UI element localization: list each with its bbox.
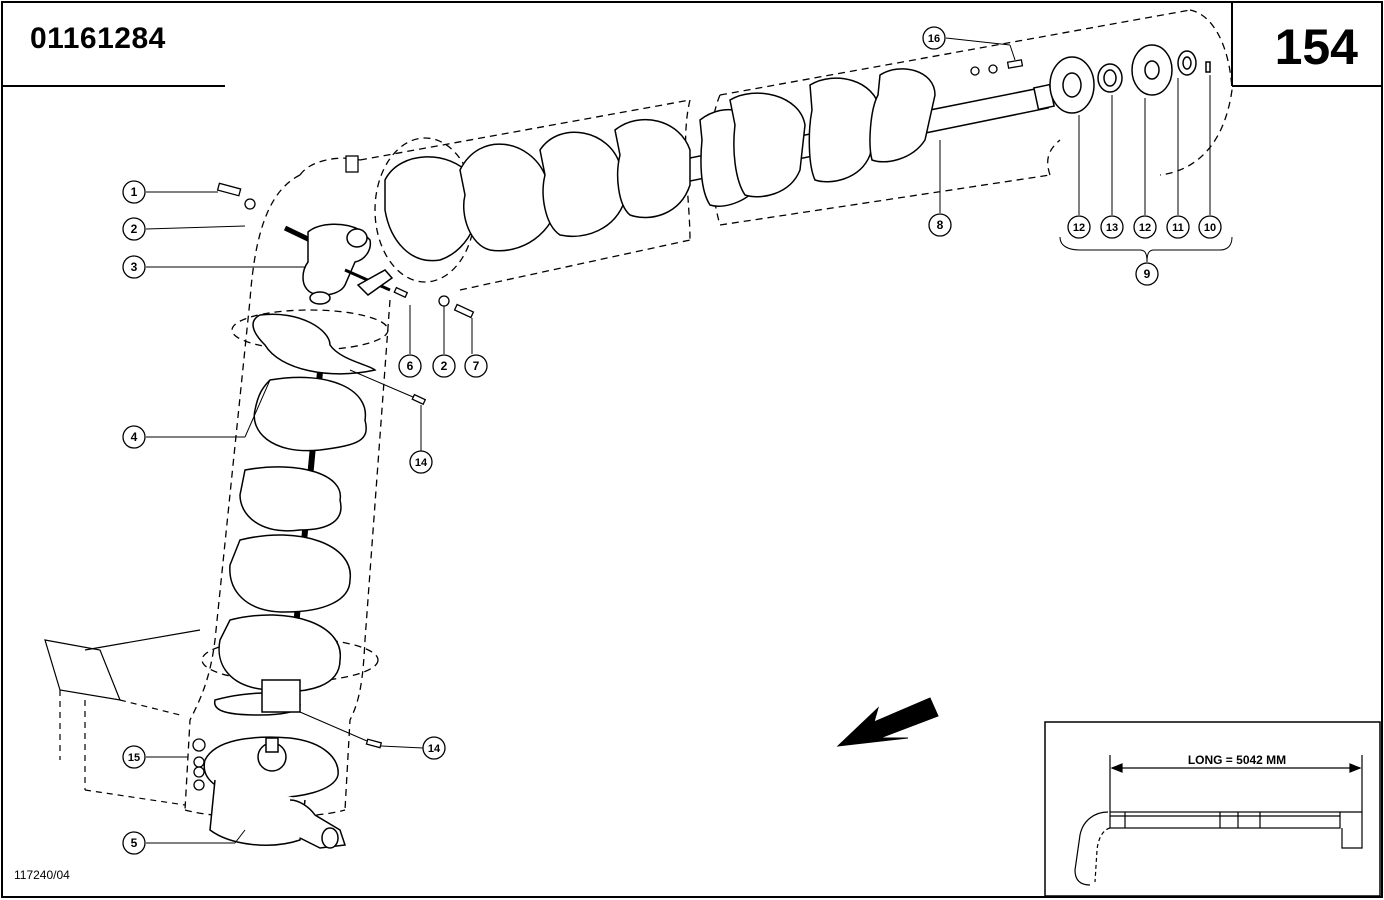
callout-label-12b: 12: [1139, 222, 1151, 234]
part-number: 01161284: [30, 22, 166, 55]
callout-13: [1100, 215, 1124, 239]
callout-label-16: 16: [928, 33, 940, 45]
callout-2b: [432, 354, 456, 378]
callout-7: [464, 354, 488, 378]
callout-10: [1198, 215, 1222, 239]
dimension-label: LONG = 5042 MM: [1188, 753, 1286, 767]
gearbox: [203, 736, 347, 849]
dimension-inset: LONG = 5042 MM: [1044, 721, 1381, 897]
horizontal-auger: [384, 68, 936, 262]
callout-14b: [422, 736, 446, 760]
callout-label-11: 11: [1172, 222, 1184, 234]
callout-label-5: 5: [131, 836, 138, 850]
vertical-auger: [214, 313, 377, 716]
bearing-assembly: [1049, 44, 1211, 114]
callout-16: [922, 26, 946, 50]
callout-label-8: 8: [937, 218, 944, 232]
callout-label-14b: 14: [428, 743, 441, 755]
callouts: [122, 26, 1222, 855]
callout-label-2a: 2: [131, 222, 138, 236]
leader-lines: [145, 37, 1233, 844]
callout-label-4: 4: [131, 430, 138, 444]
callout-15: [122, 745, 146, 769]
callout-label-15: 15: [128, 752, 140, 764]
callout-9: [1135, 262, 1159, 286]
callout-label-1: 1: [131, 185, 138, 199]
callout-label-9: 9: [1144, 267, 1151, 281]
page-number: 154: [1274, 19, 1358, 75]
callout-3: [122, 255, 146, 279]
reference-code: 117240/04: [14, 868, 70, 882]
callout-6: [398, 354, 422, 378]
callout-label-6: 6: [407, 359, 414, 373]
callout-11: [1166, 215, 1190, 239]
hardware: [192, 59, 1024, 791]
callout-label-12a: 12: [1073, 222, 1085, 234]
callout-5: [122, 831, 146, 855]
callout-4: [122, 425, 146, 449]
callout-label-2b: 2: [441, 359, 448, 373]
callout-14a: [409, 450, 433, 474]
direction-arrow: [836, 697, 939, 747]
callout-12a: [1067, 215, 1091, 239]
callout-label-10: 10: [1204, 222, 1216, 234]
callout-label-7: 7: [473, 359, 480, 373]
callout-12b: [1133, 215, 1157, 239]
base-hopper: [44, 629, 201, 806]
callout-8: [928, 213, 952, 237]
elbow-bracket: [283, 223, 394, 305]
callout-labels: 1 2 3 4 5 6 2 7 8 9 10 11 12 13 12 14 14…: [128, 33, 1216, 850]
callout-label-3: 3: [131, 260, 138, 274]
callout-2a: [122, 217, 146, 241]
callout-label-13: 13: [1106, 222, 1118, 234]
callout-label-14a: 14: [415, 457, 428, 469]
callout-1: [122, 180, 146, 204]
